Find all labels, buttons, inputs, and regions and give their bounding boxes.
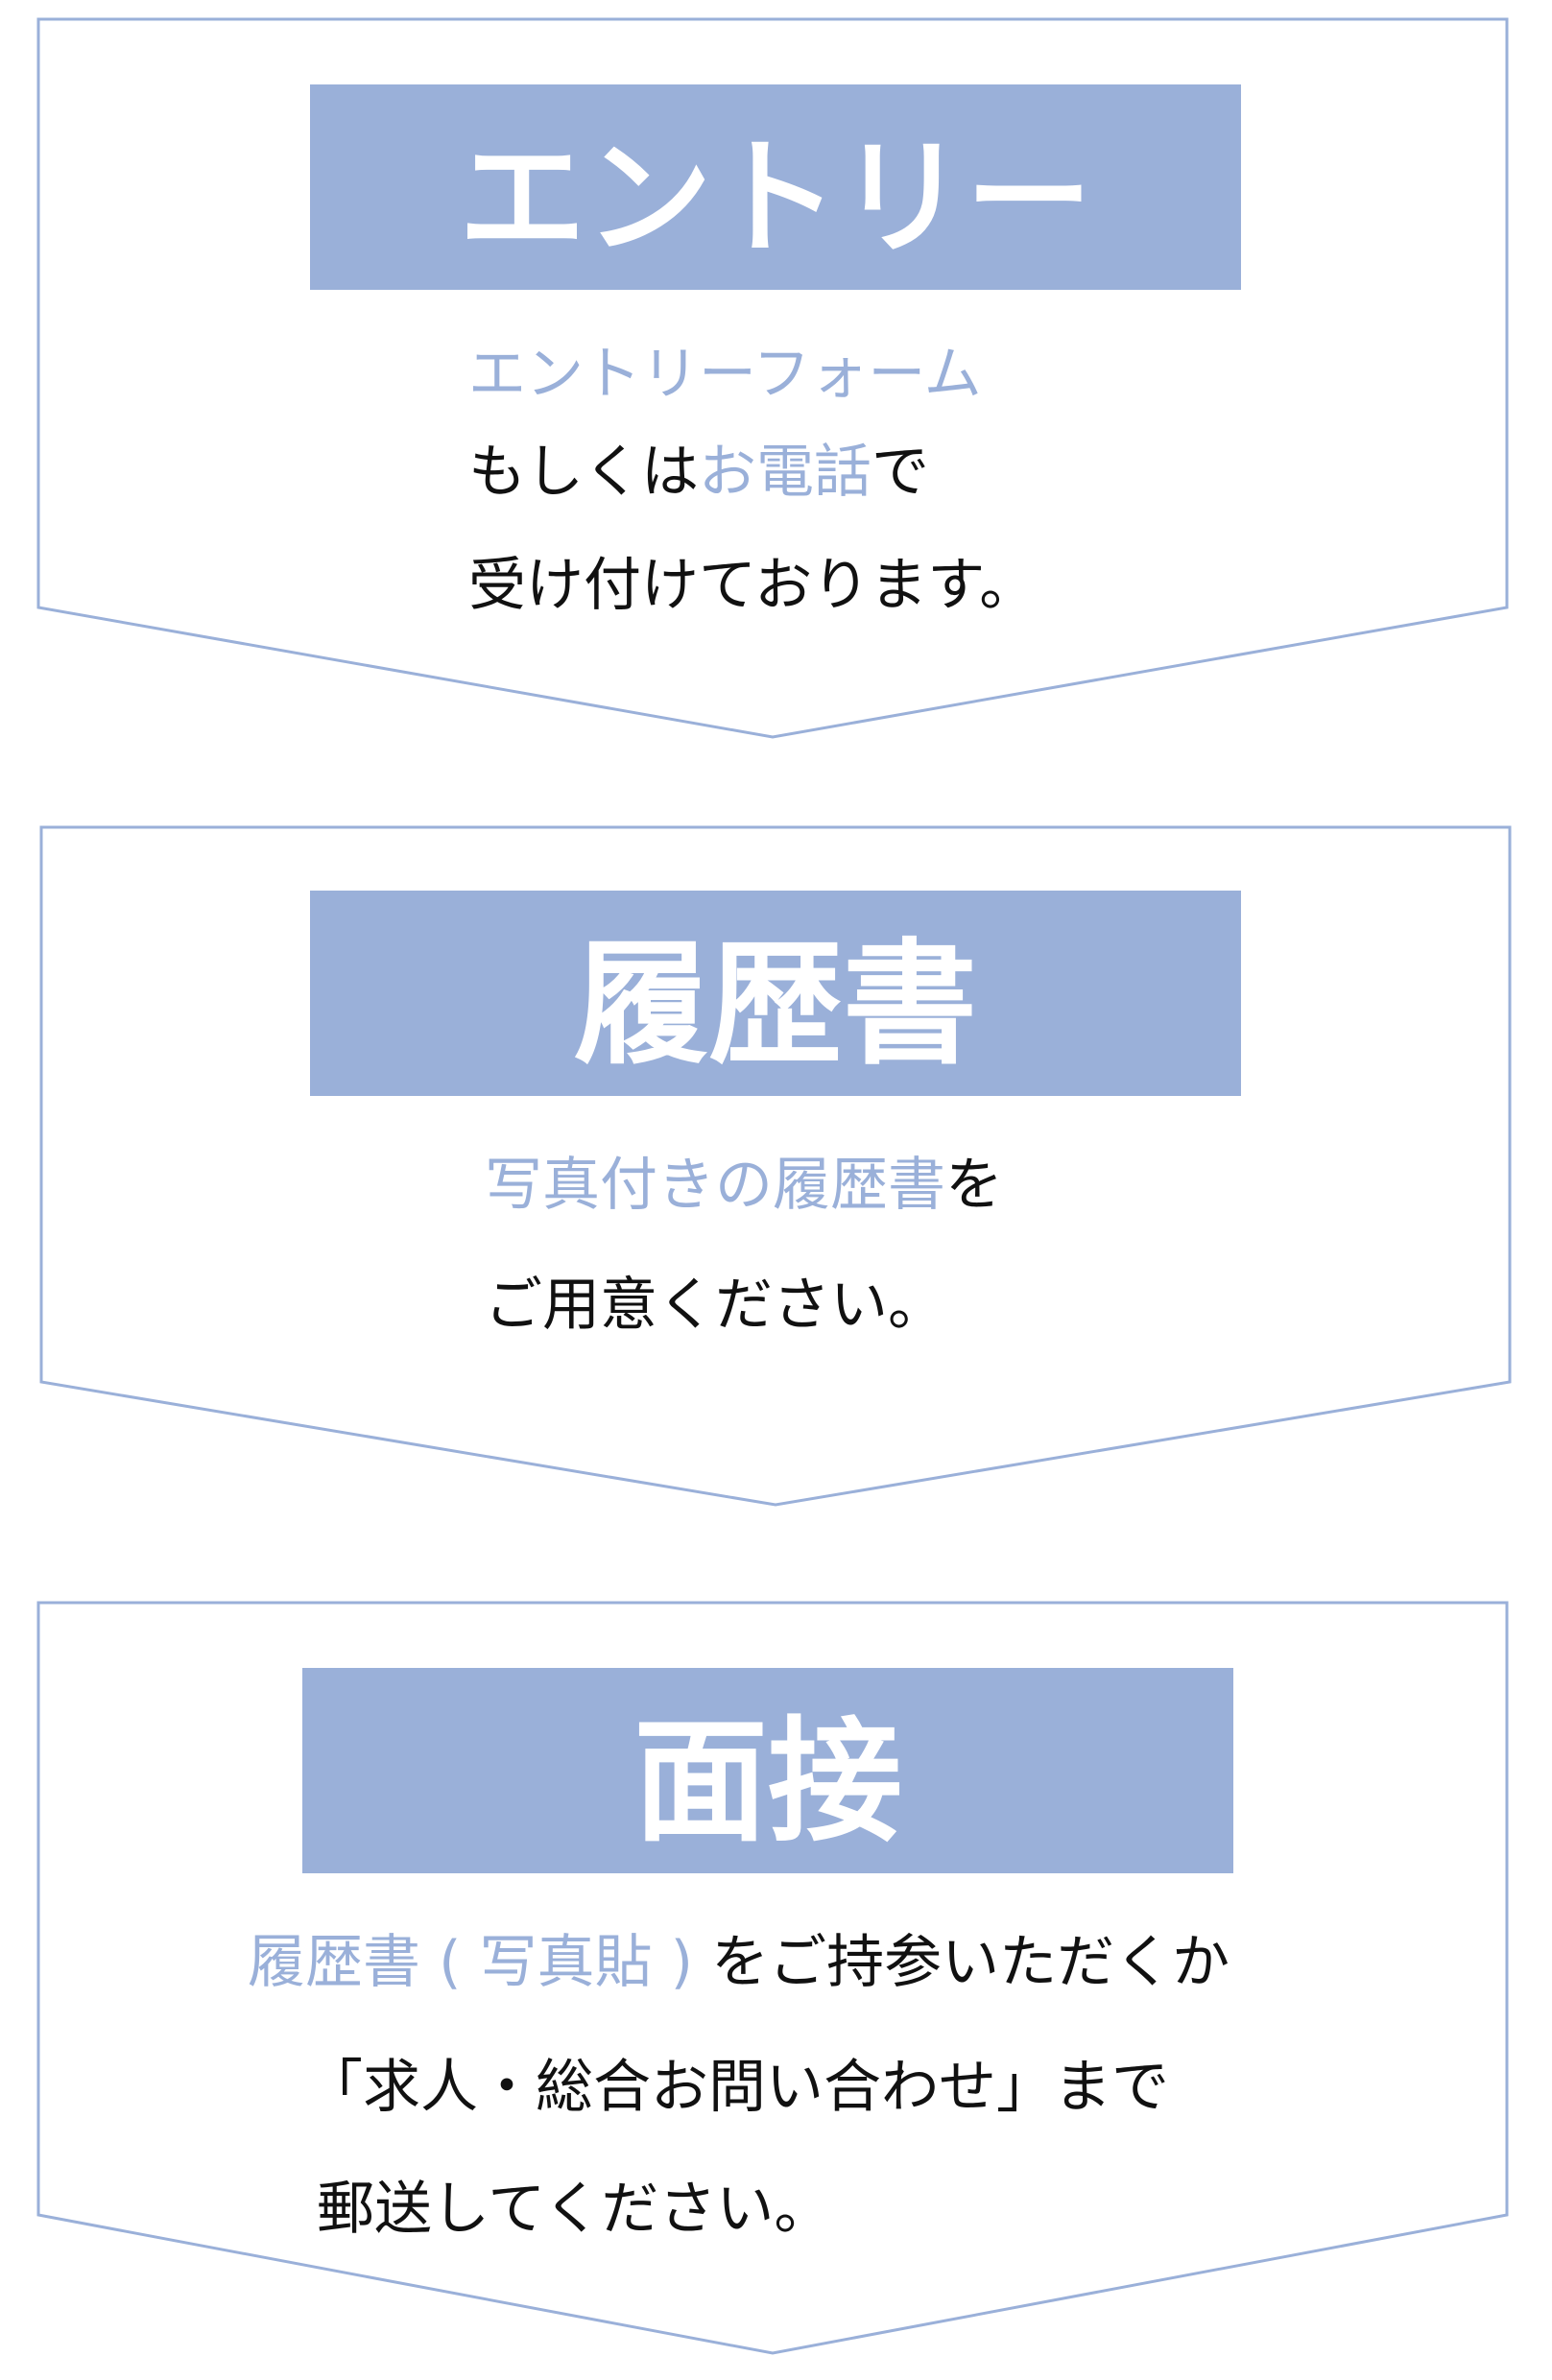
step-3-line-2: 「求人・総合お問い合わせ」まで [305, 2059, 1169, 2116]
step-1-line-2: もしくはお電話で [468, 443, 929, 501]
text-segment: 履歴書 ( 写真貼 ) [248, 1929, 712, 1996]
step-title-text: 面接 [633, 1704, 902, 1861]
step-title-interview: 面接 [302, 1668, 1233, 1873]
step-3-outline [36, 1601, 1509, 2355]
text-segment: お電話 [699, 439, 872, 506]
step-1-line-3: 受け付けております。 [468, 557, 1037, 614]
text-segment: もしくは [468, 439, 699, 506]
step-3-line-1: 履歴書 ( 写真貼 ) をご持参いただくか [248, 1934, 1230, 1991]
text-segment: エントリーフォーム [468, 341, 982, 408]
step-1-outline [36, 17, 1509, 739]
step-title-resume: 履歴書 [310, 891, 1241, 1096]
step-3-line-3: 郵送してください。 [317, 2180, 831, 2238]
step-2-line-2: ご用意ください。 [485, 1276, 945, 1334]
text-segment: 受け付けております。 [468, 552, 1038, 619]
text-segment: で [872, 439, 929, 506]
step-2-outline [39, 825, 1512, 1507]
text-segment: を [945, 1152, 1003, 1219]
text-segment: 写真付きの履歴書 [485, 1152, 945, 1219]
step-2-line-1: 写真付きの履歴書を [485, 1156, 1003, 1214]
step-title-text: 履歴書 [573, 927, 977, 1083]
text-segment: ご用意ください。 [485, 1272, 945, 1339]
text-segment: 「求人・総合お問い合わせ」まで [305, 2054, 1169, 2121]
step-1-line-1: エントリーフォーム [468, 345, 982, 403]
text-segment: をご持参いただくか [711, 1929, 1230, 1996]
step-title-entry: エントリー [310, 84, 1241, 290]
text-segment: 郵送してください。 [317, 2176, 832, 2243]
step-title-text: エントリー [459, 124, 1092, 273]
